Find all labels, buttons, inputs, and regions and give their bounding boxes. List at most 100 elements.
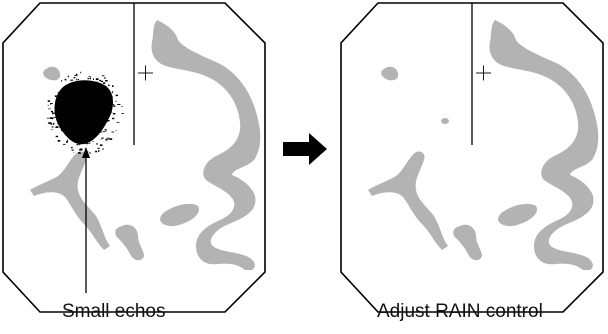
rain-clutter-speck (84, 148, 86, 150)
rain-clutter-speck (103, 93, 106, 95)
rain-clutter-speck (92, 93, 95, 95)
rain-clutter-speck (105, 80, 108, 82)
rain-clutter-speck (98, 83, 100, 85)
rain-clutter-speck (57, 122, 59, 125)
rain-clutter-speck (77, 79, 80, 81)
rain-clutter-speck (107, 120, 110, 122)
rain-clutter-speck (67, 125, 69, 127)
rain-clutter-speck (82, 98, 85, 100)
rain-clutter-speck (68, 92, 71, 93)
rain-clutter-speck (96, 124, 98, 126)
rain-clutter-speck (51, 129, 53, 131)
rain-clutter-speck (69, 115, 72, 117)
rain-clutter-speck (96, 143, 98, 145)
rain-clutter-speck (87, 141, 91, 143)
rain-clutter-speck (104, 108, 105, 109)
rain-clutter-speck (71, 138, 73, 140)
caption-small-echos: Small echos (62, 301, 166, 322)
rain-clutter-speck (53, 117, 56, 118)
rain-clutter-speck (55, 135, 59, 138)
rain-clutter-speck (108, 84, 110, 87)
rain-clutter-speck (117, 104, 120, 105)
rain-clutter-speck (48, 108, 51, 110)
rain-clutter-speck (91, 86, 93, 88)
rain-clutter-speck (55, 126, 59, 128)
rain-clutter-speck (93, 125, 95, 127)
rain-clutter-speck (70, 97, 72, 99)
rain-clutter-speck (59, 110, 63, 112)
rain-clutter-speck (85, 111, 87, 113)
rain-clutter-speck (59, 117, 61, 119)
rain-clutter-speck (105, 138, 108, 141)
rain-clutter-speck (87, 106, 89, 108)
rain-clutter-speck (68, 125, 71, 126)
rain-clutter-speck (52, 117, 54, 120)
rain-clutter-speck (74, 75, 78, 77)
rain-clutter-speck (95, 118, 97, 120)
rain-clutter-speck (70, 79, 73, 81)
rain-clutter-speck (85, 142, 88, 145)
rain-clutter-speck (62, 121, 65, 124)
rain-clutter-speck (106, 108, 110, 111)
rain-clutter-speck (67, 139, 68, 141)
rain-clutter-speck (101, 75, 105, 77)
rain-clutter-speck (79, 149, 82, 151)
rain-clutter-speck (95, 81, 98, 83)
rain-clutter-speck (89, 137, 92, 140)
rain-clutter-echoes (46, 71, 124, 155)
rain-clutter-speck (57, 94, 60, 96)
rain-clutter-speck (93, 78, 94, 80)
rain-clutter-speck (100, 138, 102, 140)
rain-clutter-speck (106, 115, 109, 117)
rain-clutter-speck (65, 95, 67, 97)
rain-clutter-speck (79, 130, 80, 132)
rain-clutter-speck (104, 121, 107, 123)
radar-scope-left (2, 2, 266, 313)
rain-clutter-speck (111, 92, 113, 94)
rain-clutter-speck (83, 140, 85, 143)
rain-clutter-speck (80, 126, 82, 127)
rain-clutter-speck (105, 99, 109, 101)
rain-clutter-speck (76, 136, 80, 139)
rain-clutter-speck (104, 104, 107, 106)
rain-clutter-speck (84, 141, 86, 142)
rain-clutter-speck (71, 97, 74, 99)
rain-clutter-speck (81, 116, 83, 119)
rain-clutter-speck (52, 122, 55, 125)
rain-clutter-speck (102, 113, 104, 115)
rain-clutter-speck (78, 152, 81, 154)
radar-scope-right (340, 2, 604, 313)
rain-clutter-speck (105, 89, 107, 92)
rain-clutter-speck (76, 97, 79, 99)
residual-echo (441, 118, 449, 124)
rain-clutter-speck (106, 92, 108, 94)
rain-clutter-speck (108, 110, 112, 112)
rain-clutter-speck (88, 76, 91, 78)
rain-clutter-speck (75, 73, 78, 76)
rain-clutter-speck (98, 101, 101, 104)
land-echoes-right (368, 20, 599, 270)
rain-clutter-speck (87, 120, 91, 123)
rain-clutter-speck (50, 103, 53, 104)
rain-clutter-speck (67, 75, 69, 78)
rain-clutter-speck (104, 129, 107, 130)
rain-clutter-speck (80, 114, 83, 116)
rain-clutter-speck (76, 144, 79, 146)
callout-arrow (82, 147, 90, 293)
rain-clutter-speck (85, 132, 88, 134)
rain-clutter-speck (101, 137, 104, 139)
rain-clutter-speck (102, 148, 104, 150)
rain-clutter-speck (65, 116, 68, 118)
rain-clutter-speck (61, 80, 63, 82)
rain-clutter-speck (69, 123, 71, 124)
rain-clutter-speck (62, 97, 64, 100)
rain-clutter-speck (110, 104, 112, 106)
rain-clutter-speck (75, 120, 78, 122)
rain-clutter-speck (101, 96, 103, 97)
rain-clutter-speck (46, 117, 50, 119)
rain-clutter-speck (75, 112, 77, 114)
rain-clutter-speck (102, 87, 104, 89)
rain-clutter-speck (49, 117, 52, 119)
